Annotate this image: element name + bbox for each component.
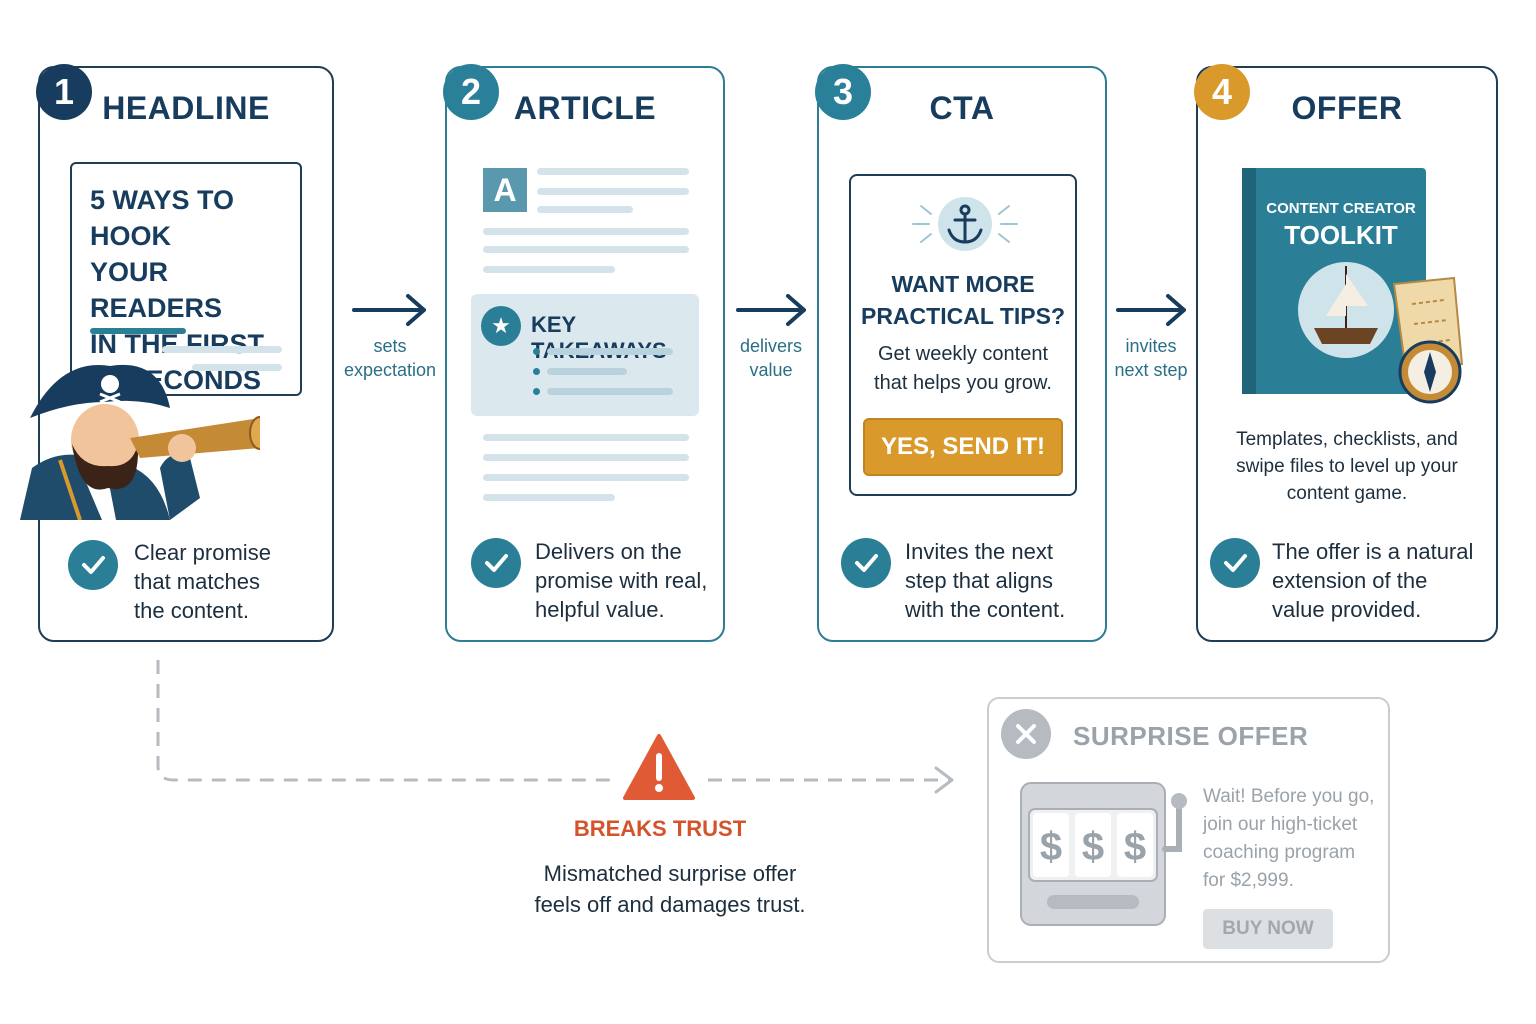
check-icon [841, 538, 891, 588]
yes-send-it-button[interactable]: YES, SEND IT! [863, 418, 1063, 476]
ship-map-compass-icon [1298, 262, 1464, 404]
headline-underline [90, 328, 186, 334]
cta-subtext: Get weekly content that helps you grow. [874, 343, 1052, 394]
text-placeholder-line [162, 346, 282, 353]
anchor-icon [912, 197, 1018, 251]
surprise-offer-description: Wait! Before you go, join our high-ticke… [1203, 786, 1375, 891]
step-caption: Delivers on the promise with real, helpf… [535, 539, 708, 622]
warning-description: Mismatched surprise offer feels off and … [534, 861, 806, 917]
check-icon [471, 538, 521, 588]
surprise-offer-card: SURPRISE OFFER $ $ $ Wait! Before you go… [987, 697, 1390, 963]
step-number-badge: 2 [443, 64, 499, 120]
article-letter-icon: A [483, 168, 527, 212]
buy-now-button[interactable]: BUY NOW [1203, 909, 1333, 949]
cta-heading: WANT MORE PRACTICAL TIPS? [860, 271, 1066, 329]
text-placeholder-line [547, 368, 627, 375]
surprise-offer-title: SURPRISE OFFER [1073, 721, 1309, 751]
book-title-line1: CONTENT CREATOR [1266, 200, 1416, 217]
pirate-telescope-icon [20, 364, 260, 520]
text-placeholder-line [192, 364, 282, 371]
text-placeholder-line [547, 388, 673, 395]
key-takeaways-box: ★ KEY TAKEAWAYS [471, 294, 699, 416]
text-placeholder-line [483, 494, 615, 501]
step-card-cta: 3 CTA WANT MORE PRACTICAL TIPS? Get week… [815, 64, 1107, 642]
cta-preview: WANT MORE PRACTICAL TIPS? Get weekly con… [849, 174, 1077, 496]
text-placeholder-line [537, 188, 689, 195]
offer-description: Templates, checklists, and swipe files t… [1236, 429, 1458, 504]
step-title: HEADLINE [102, 90, 270, 126]
warning-icon [623, 734, 695, 800]
step-title: OFFER [1291, 90, 1403, 126]
step-caption: Clear promise that matches the content. [134, 540, 271, 623]
step-number-badge: 4 [1194, 64, 1250, 120]
text-placeholder-line [547, 348, 673, 355]
step-number-badge: 3 [815, 64, 871, 120]
star-icon: ★ [481, 306, 521, 346]
bullet-dot [533, 388, 540, 395]
step-number-badge: 1 [36, 64, 92, 120]
bullet-dot [533, 368, 540, 375]
arrow-right-icon [736, 294, 806, 326]
dashed-path [156, 660, 954, 794]
slot-symbol: $ [1123, 825, 1147, 869]
text-placeholder-line [483, 266, 615, 273]
step-card-offer: 4 OFFER CONTENT CREATOR TOOLKIT Template… [1194, 64, 1498, 642]
key-takeaways-title: KEY TAKEAWAYS [531, 312, 667, 363]
slot-symbol: $ [1039, 825, 1063, 869]
slot-machine-icon [1020, 782, 1187, 926]
connector-label: invites next step [1114, 336, 1188, 380]
close-icon [1001, 709, 1051, 759]
book-spine [1242, 168, 1256, 394]
step-card-article: 2 ARTICLE A ★ KEY TAKEAWAYS Delivers on … [443, 64, 725, 642]
text-placeholder-line [483, 474, 689, 481]
text-placeholder-line [483, 228, 689, 235]
step-caption: Invites the next step that aligns with t… [905, 539, 1066, 622]
step-title: CTA [929, 90, 995, 126]
arrow-right-icon [352, 294, 426, 326]
step-caption: The offer is a natural extension of the … [1272, 539, 1474, 622]
arrow-right-icon [1116, 294, 1186, 326]
step-card-headline: 1 HEADLINE 5 WAYS TO HOOK YOUR READERS I… [20, 64, 334, 642]
warning-title: BREAKS TRUST [573, 816, 747, 841]
connector-label: sets expectation [343, 336, 437, 380]
text-placeholder-line [483, 434, 689, 441]
bullet-dot [533, 348, 540, 355]
text-placeholder-line [483, 454, 689, 461]
connector-label: delivers value [739, 336, 803, 380]
check-icon [68, 540, 118, 590]
text-placeholder-line [483, 246, 689, 253]
book-title-line2: TOOLKIT [1284, 220, 1398, 250]
text-placeholder-line [537, 168, 689, 175]
step-title: ARTICLE [513, 90, 657, 126]
slot-symbol: $ [1081, 825, 1105, 869]
text-placeholder-line [537, 206, 633, 213]
check-icon [1210, 538, 1260, 588]
